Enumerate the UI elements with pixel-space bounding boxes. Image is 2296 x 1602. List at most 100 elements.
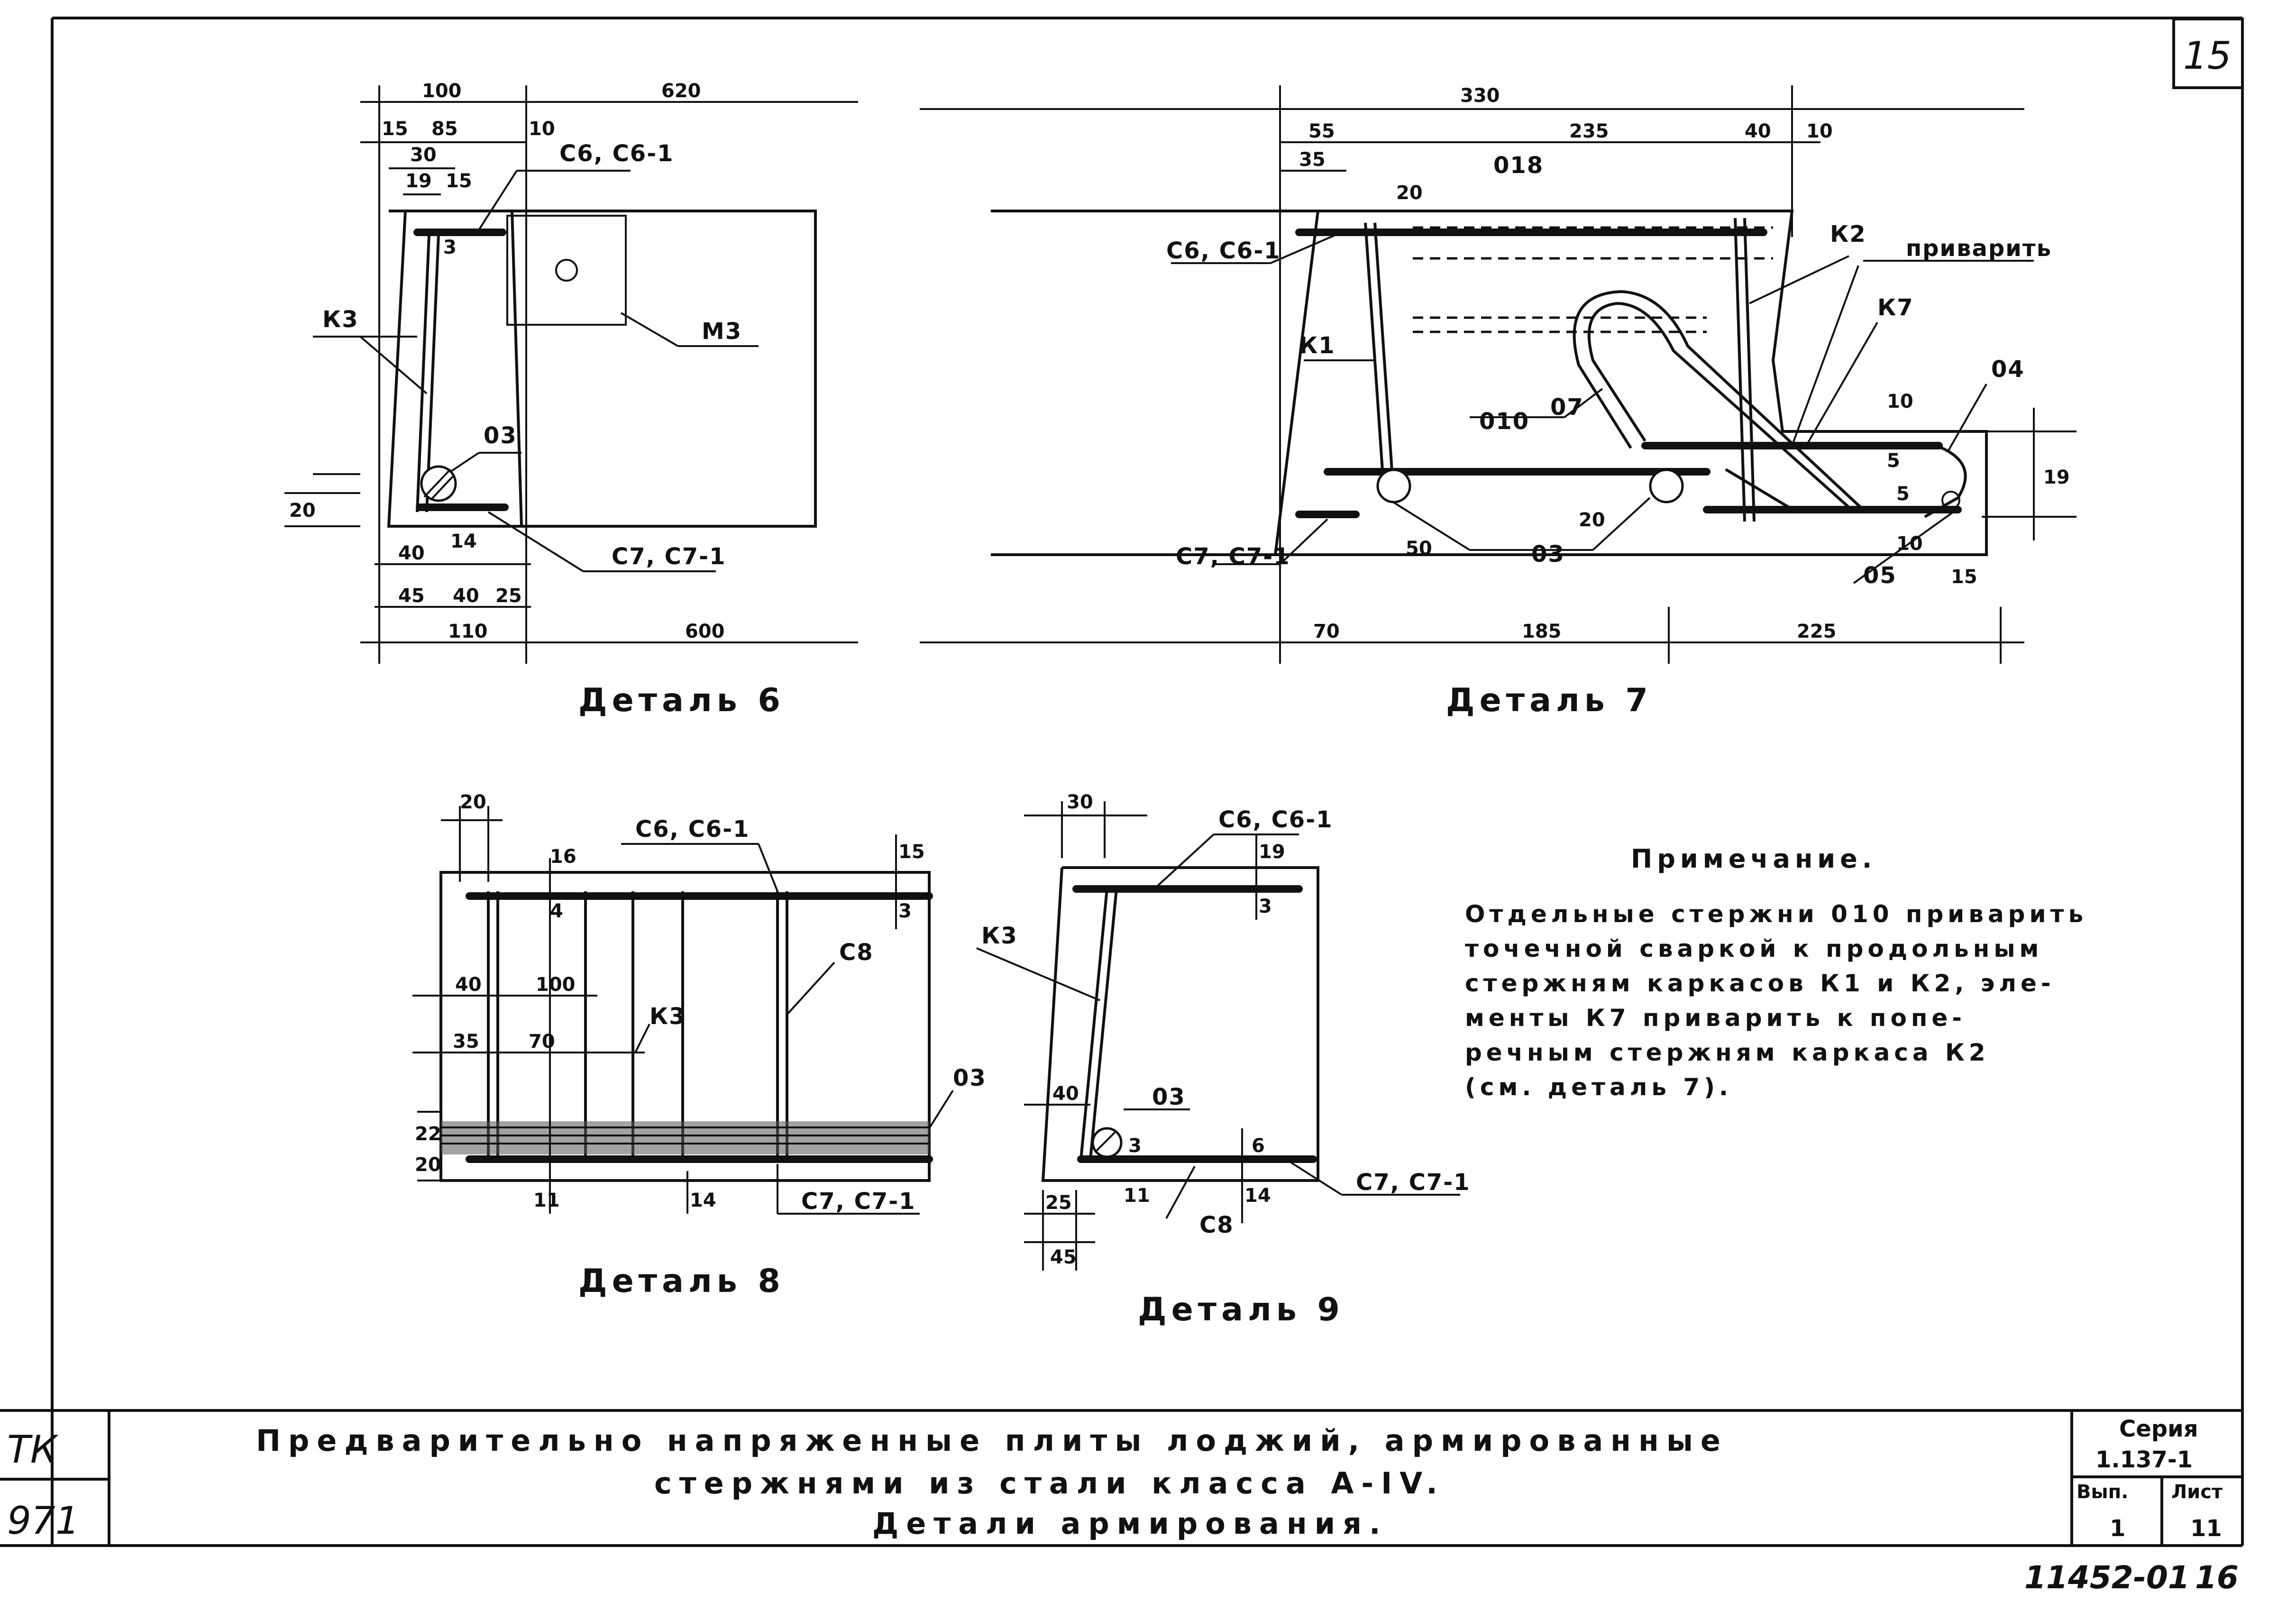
detail-8-caption: Деталь 8 bbox=[578, 1263, 785, 1300]
detail-7-dim: 5 bbox=[1896, 483, 1910, 505]
detail-7-dim: 10 bbox=[1887, 391, 1913, 412]
detail-6-label: К3 bbox=[322, 306, 359, 333]
detail-7-label: К7 bbox=[1877, 294, 1914, 321]
detail-9-label: С7, С7-1 bbox=[1356, 1169, 1471, 1196]
detail-7-dim: 185 bbox=[1522, 621, 1562, 642]
detail-6-dim: 45 bbox=[398, 585, 425, 607]
detail-7-label: С6, С6-1 bbox=[1166, 238, 1281, 264]
detail-7-dim: 20 bbox=[1579, 509, 1605, 531]
detail-9-dim: 30 bbox=[1067, 791, 1093, 813]
detail-6-dim: 15 bbox=[382, 118, 408, 140]
detail-6-dim: 85 bbox=[431, 118, 458, 140]
strand-circle bbox=[1649, 468, 1684, 503]
detail-6-dim: 19 bbox=[405, 170, 432, 192]
detail-6-dim: 110 bbox=[448, 621, 488, 642]
detail-6-dim: 40 bbox=[398, 542, 425, 564]
detail-8-label: К3 bbox=[649, 1003, 686, 1030]
detail-7 bbox=[920, 85, 2076, 664]
note-line: стержням каркасов К1 и К2, эле- bbox=[1465, 970, 2055, 997]
detail-7-dim: 70 bbox=[1313, 621, 1340, 642]
detail-6-dim: 3 bbox=[443, 237, 457, 258]
detail-7-label: 018 bbox=[1493, 152, 1544, 179]
note-line: Отдельные стержни 010 приварить bbox=[1465, 900, 2087, 928]
detail-8 bbox=[412, 806, 954, 1215]
detail-6-dim: 10 bbox=[529, 118, 555, 140]
detail-8-dim: 16 bbox=[550, 846, 576, 868]
detail-9-dim: 3 bbox=[1128, 1135, 1142, 1157]
detail-7-dim: 50 bbox=[1406, 538, 1432, 559]
detail-7-dim: 330 bbox=[1460, 85, 1500, 107]
detail-9-dim: 3 bbox=[1259, 896, 1272, 917]
page-number: 15 bbox=[2183, 34, 2232, 78]
detail-6-dim: 20 bbox=[289, 500, 316, 522]
detail-7-dim: 15 bbox=[1951, 566, 1977, 588]
detail-9-dim: 6 bbox=[1252, 1135, 1265, 1157]
detail-9-label: С6, С6-1 bbox=[1218, 806, 1333, 833]
note-line: точечной сваркой к продольным bbox=[1465, 935, 2043, 962]
note-line: (см. деталь 7). bbox=[1465, 1073, 1732, 1101]
detail-7-label: 04 bbox=[1991, 356, 2025, 383]
series-value: 1.137-1 bbox=[2095, 1446, 2193, 1473]
detail-6-label: С7, С7-1 bbox=[612, 543, 726, 570]
detail-6-dim: 100 bbox=[422, 80, 462, 102]
detail-8-label: С7, С7-1 bbox=[801, 1188, 916, 1215]
detail-7-dim: 235 bbox=[1569, 120, 1609, 142]
detail-8-dim: 4 bbox=[550, 900, 563, 922]
detail-7-caption: Деталь 7 bbox=[1446, 682, 1653, 719]
series-label: Серия bbox=[2119, 1416, 2198, 1442]
detail-6-label: С6, С6-1 bbox=[559, 140, 674, 167]
detail-8-label: С6, С6-1 bbox=[635, 816, 750, 842]
detail-9-label: К3 bbox=[981, 923, 1018, 949]
sheet-label: Лист bbox=[2171, 1481, 2223, 1503]
sheet-value: 11 bbox=[2190, 1515, 2222, 1542]
detail-7-dim: 10 bbox=[1806, 120, 1833, 142]
detail-7-dim: 35 bbox=[1299, 149, 1326, 171]
title-line-1: Предварительно напряженные плиты лоджий,… bbox=[256, 1423, 1728, 1458]
detail-9-dim: 45 bbox=[1050, 1246, 1077, 1268]
strand-hatch bbox=[441, 1121, 929, 1154]
strand-circle bbox=[1376, 468, 1411, 503]
detail-8-dim: 14 bbox=[690, 1190, 716, 1211]
detail-6-dim: 620 bbox=[661, 80, 701, 102]
detail-7-dim: 10 bbox=[1896, 533, 1923, 555]
sheet-frame bbox=[51, 17, 2244, 1546]
detail-8-label: С8 bbox=[839, 939, 874, 966]
detail-8-label: 03 bbox=[953, 1065, 987, 1091]
detail-7-label: 03 bbox=[1531, 541, 1565, 568]
note-title: Примечание. bbox=[1631, 844, 1876, 874]
detail-9-dim: 11 bbox=[1124, 1185, 1150, 1207]
detail-8-dim: 20 bbox=[415, 1154, 441, 1176]
detail-6 bbox=[284, 85, 858, 664]
detail-8-dim: 20 bbox=[460, 791, 486, 813]
detail-7-label: К2 bbox=[1830, 221, 1866, 247]
detail-9-dim: 40 bbox=[1052, 1083, 1079, 1105]
detail-7-dim: 19 bbox=[2043, 467, 2070, 488]
detail-8-dim: 35 bbox=[453, 1031, 479, 1053]
detail-8-dim: 100 bbox=[536, 974, 576, 996]
detail-7-dim: 5 bbox=[1887, 450, 1900, 472]
title-line-3: Детали армирования. bbox=[872, 1506, 1388, 1541]
detail-8-dim: 3 bbox=[898, 900, 912, 922]
detail-6-label: М3 bbox=[702, 318, 742, 345]
detail-6-dim: 25 bbox=[495, 585, 522, 607]
detail-7-label: приварить bbox=[1906, 235, 2052, 262]
detail-9-caption: Деталь 9 bbox=[1138, 1291, 1345, 1328]
detail-8-dim: 40 bbox=[455, 974, 482, 996]
bottom-page: 16 bbox=[2195, 1559, 2239, 1596]
code-top: ТК bbox=[7, 1428, 59, 1472]
detail-6-caption: Деталь 6 bbox=[578, 682, 785, 719]
detail-9-dim: 25 bbox=[1045, 1192, 1072, 1214]
detail-6-dim: 40 bbox=[453, 585, 479, 607]
detail-6-dim: 600 bbox=[685, 621, 725, 642]
detail-9-label: 03 bbox=[1152, 1084, 1186, 1110]
detail-7-dim: 20 bbox=[1396, 182, 1423, 204]
detail-7-label: К1 bbox=[1299, 332, 1336, 359]
detail-7-label: 07 bbox=[1550, 394, 1584, 421]
detail-7-dim: 40 bbox=[1745, 120, 1771, 142]
detail-6-dim: 15 bbox=[446, 170, 472, 192]
detail-8-dim: 22 bbox=[415, 1123, 441, 1145]
detail-6-dim: 30 bbox=[410, 144, 437, 166]
strand-circle bbox=[1091, 1127, 1123, 1158]
detail-9-dim: 14 bbox=[1244, 1185, 1271, 1207]
